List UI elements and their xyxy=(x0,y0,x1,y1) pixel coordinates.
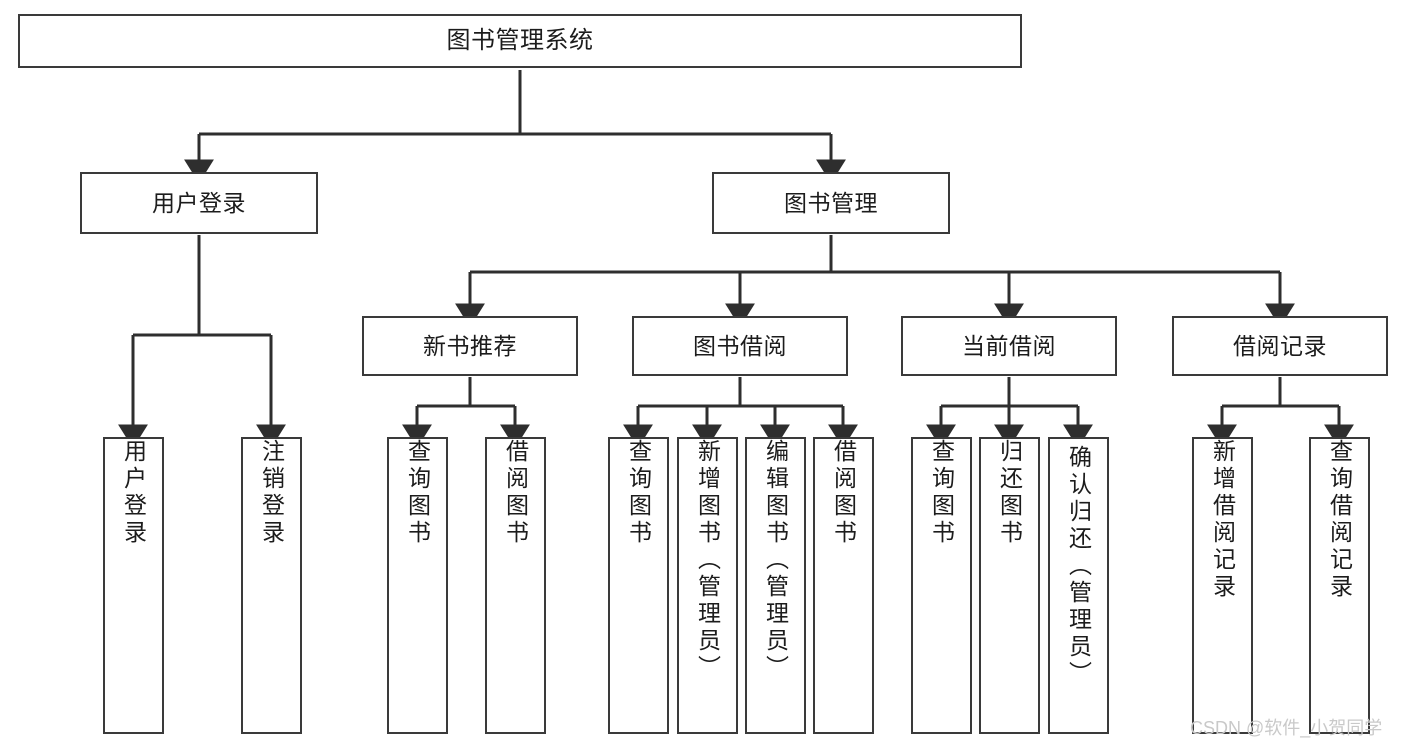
node-label: 用户登录 xyxy=(152,189,246,216)
node-label: 新增借阅记录 xyxy=(1209,439,1236,601)
node-label: 归还图书 xyxy=(996,439,1023,547)
leaf-book-borrow-add-book-admin[interactable]: 新增图书（管理员） xyxy=(677,437,738,734)
node-book-borrow[interactable]: 图书借阅 xyxy=(632,316,848,376)
leaf-current-borrow-confirm-return-admin[interactable]: 确认归还（管理员） xyxy=(1048,437,1109,734)
leaf-user-login-login[interactable]: 用户登录 xyxy=(103,437,164,734)
node-new-book-recommend[interactable]: 新书推荐 xyxy=(362,316,578,376)
node-label: 图书管理系统 xyxy=(446,27,594,55)
node-label: 用户登录 xyxy=(120,439,147,547)
leaf-current-borrow-query-book[interactable]: 查询图书 xyxy=(911,437,972,734)
node-label: 借阅图书 xyxy=(830,439,857,547)
node-root-book-management-system[interactable]: 图书管理系统 xyxy=(18,14,1022,68)
node-label: 编辑图书（管理员） xyxy=(762,439,789,682)
node-current-borrow[interactable]: 当前借阅 xyxy=(901,316,1117,376)
leaf-user-login-logout[interactable]: 注销登录 xyxy=(241,437,302,734)
leaf-new-book-query-book[interactable]: 查询图书 xyxy=(387,437,448,734)
node-label: 查询图书 xyxy=(625,439,652,547)
node-label: 借阅记录 xyxy=(1233,332,1327,359)
node-label: 图书借阅 xyxy=(693,332,787,359)
node-label: 查询借阅记录 xyxy=(1326,439,1353,601)
node-label: 确认归还（管理员） xyxy=(1065,445,1092,688)
watermark: CSDN @软件_小贺同学 xyxy=(1190,718,1383,738)
node-book-management[interactable]: 图书管理 xyxy=(712,172,950,234)
leaf-borrow-record-query-record[interactable]: 查询借阅记录 xyxy=(1309,437,1370,734)
node-label: 新增图书（管理员） xyxy=(694,439,721,682)
node-label: 新书推荐 xyxy=(423,332,517,359)
node-label: 查询图书 xyxy=(928,439,955,547)
node-label: 查询图书 xyxy=(404,439,431,547)
node-label: 注销登录 xyxy=(258,439,285,547)
node-label: 借阅图书 xyxy=(502,439,529,547)
node-borrow-record[interactable]: 借阅记录 xyxy=(1172,316,1388,376)
leaf-book-borrow-query-book[interactable]: 查询图书 xyxy=(608,437,669,734)
leaf-book-borrow-edit-book-admin[interactable]: 编辑图书（管理员） xyxy=(745,437,806,734)
leaf-current-borrow-return-book[interactable]: 归还图书 xyxy=(979,437,1040,734)
node-label: 当前借阅 xyxy=(962,332,1056,359)
node-label: 图书管理 xyxy=(784,189,878,216)
node-user-login[interactable]: 用户登录 xyxy=(80,172,318,234)
leaf-borrow-record-add-record[interactable]: 新增借阅记录 xyxy=(1192,437,1253,734)
leaf-new-book-borrow-book[interactable]: 借阅图书 xyxy=(485,437,546,734)
leaf-book-borrow-borrow-book[interactable]: 借阅图书 xyxy=(813,437,874,734)
